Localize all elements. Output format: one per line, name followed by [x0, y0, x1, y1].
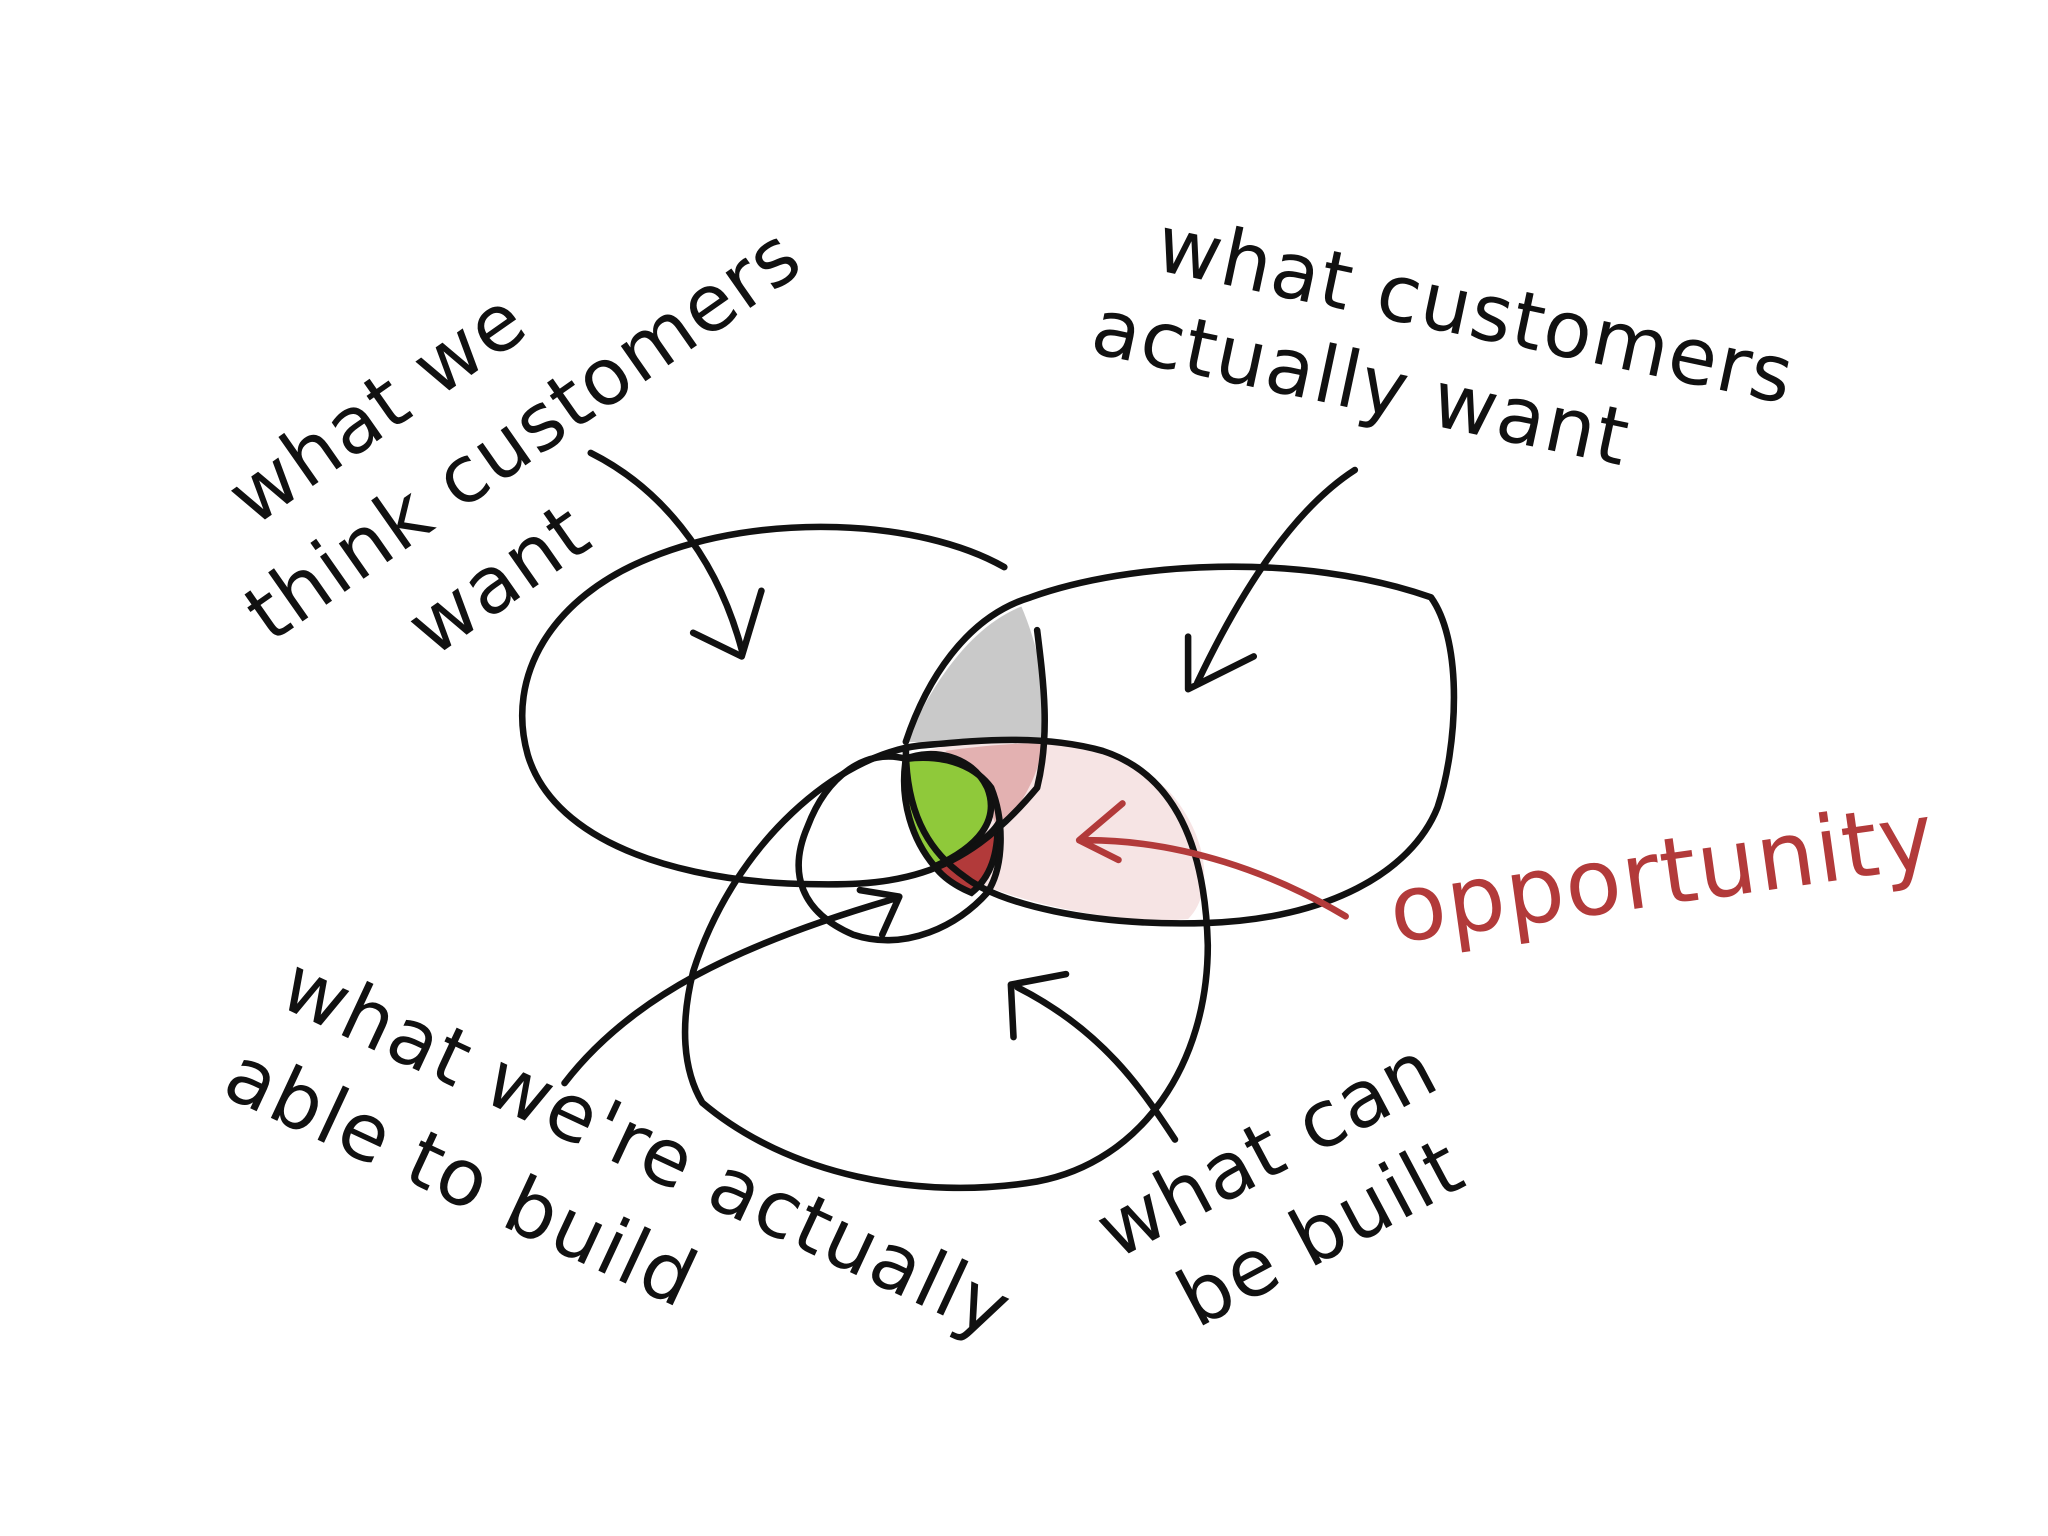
arrowhead-can-be-built	[1007, 970, 1070, 1041]
label-can-be-built: what can be built	[1082, 1010, 1522, 1364]
label-think-customers-want: what we think customers want	[168, 107, 899, 745]
arrowhead-opportunity	[1075, 800, 1126, 864]
arrow-think-customers-want	[587, 449, 746, 654]
label-actually-customers-want: what customers actually want	[1084, 188, 1828, 520]
label-able-to-build: what we're actually able to build	[211, 933, 1049, 1463]
arrow-can-be-built	[1014, 983, 1179, 1143]
label-opportunity: opportunity	[1382, 782, 1941, 964]
arrowhead-think-customers-want	[689, 587, 765, 660]
arrow-opportunity	[1083, 836, 1349, 920]
arrow-able-to-build	[561, 896, 896, 1087]
ellipse-able-to-build	[795, 753, 1004, 944]
ellipse-think-customers-want	[518, 523, 1048, 888]
region-gray-overlap	[905, 606, 1046, 744]
arrow-actually-customers-want	[1194, 466, 1359, 686]
ellipse-actually-customers-want	[902, 563, 1458, 927]
ellipse-can-be-built	[681, 736, 1212, 1192]
arrowhead-able-to-build	[856, 886, 903, 939]
arrowhead-actually-customers-want	[1184, 633, 1258, 693]
